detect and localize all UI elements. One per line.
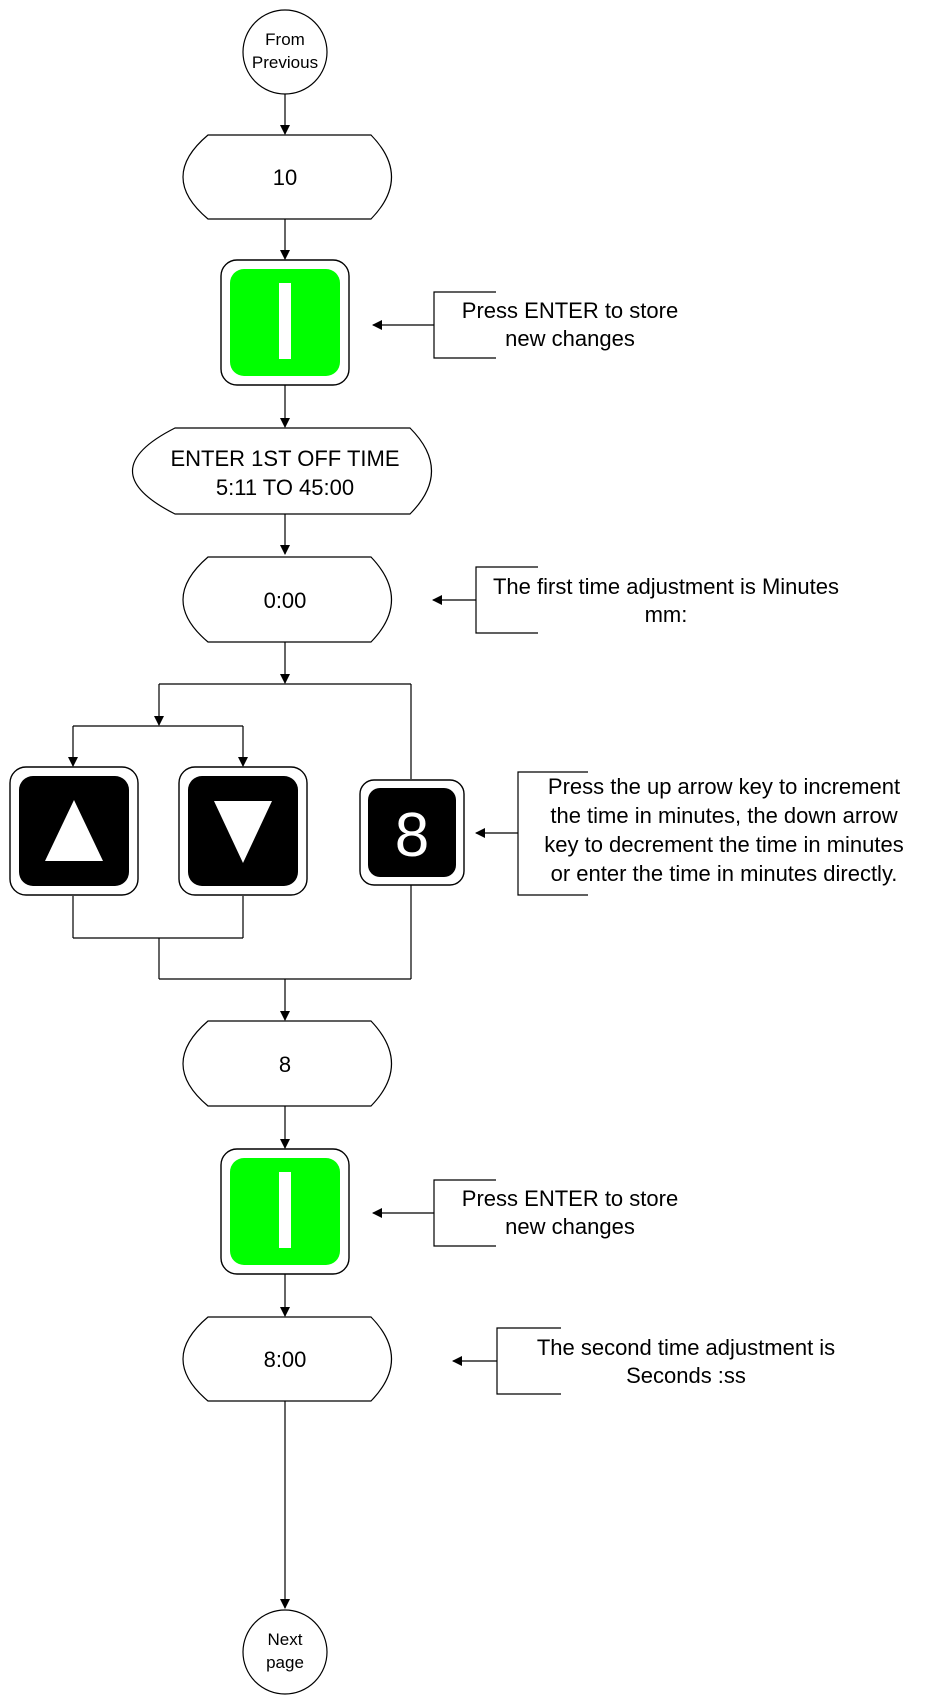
down-arrow-icon bbox=[214, 801, 272, 863]
display-0-00: 0:00 bbox=[182, 556, 392, 643]
up-arrow-key bbox=[9, 766, 139, 896]
note-enter-2 bbox=[372, 1179, 496, 1247]
enter-key-1-bar bbox=[279, 283, 291, 359]
note-seconds bbox=[452, 1327, 561, 1395]
note-arrows-line1: Press the up arrow key to increment bbox=[548, 774, 900, 799]
up-arrow-icon bbox=[45, 800, 103, 861]
flow-lines bbox=[68, 94, 412, 1609]
display-10-text: 10 bbox=[273, 165, 297, 190]
note-seconds-line1: The second time adjustment is bbox=[537, 1335, 835, 1360]
note-enter-2-line2: new changes bbox=[505, 1214, 635, 1239]
display-0-00-text: 0:00 bbox=[264, 588, 307, 613]
connector-next-page-line1: Next bbox=[268, 1630, 303, 1649]
display-8-text: 8 bbox=[279, 1052, 291, 1077]
note-minutes bbox=[432, 566, 538, 634]
note-enter-1 bbox=[372, 291, 496, 359]
note-enter-1-line1: Press ENTER to store bbox=[462, 298, 678, 323]
enter-key-1 bbox=[220, 259, 350, 386]
enter-key-2-bar bbox=[279, 1172, 291, 1248]
display-enter-off-time-line2: 5:11 TO 45:00 bbox=[216, 475, 354, 500]
display-10: 10 bbox=[182, 134, 392, 220]
connector-from-previous-line1: From bbox=[265, 30, 305, 49]
note-enter-2-line1: Press ENTER to store bbox=[462, 1186, 678, 1211]
connector-next-page: Next page bbox=[242, 1609, 328, 1695]
down-arrow-key bbox=[178, 766, 308, 896]
note-minutes-line2: mm: bbox=[645, 602, 688, 627]
digit-8-glyph: 8 bbox=[395, 801, 429, 870]
note-arrows-line3: key to decrement the time in minutes bbox=[544, 832, 904, 857]
note-enter-1-line2: new changes bbox=[505, 326, 635, 351]
display-8-00: 8:00 bbox=[182, 1316, 392, 1402]
note-arrows-line4: or enter the time in minutes directly. bbox=[551, 861, 898, 886]
note-arrows-line2: the time in minutes, the down arrow bbox=[550, 803, 897, 828]
display-enter-off-time-line1: ENTER 1ST OFF TIME bbox=[171, 446, 400, 471]
enter-key-2 bbox=[220, 1148, 350, 1275]
display-8-00-text: 8:00 bbox=[264, 1347, 307, 1372]
digit-8-key: 8 bbox=[359, 779, 465, 886]
note-minutes-line1: The first time adjustment is Minutes bbox=[493, 574, 839, 599]
note-seconds-line2: Seconds :ss bbox=[626, 1363, 746, 1388]
connector-from-previous: From Previous bbox=[242, 9, 328, 95]
display-8: 8 bbox=[182, 1020, 392, 1107]
display-enter-off-time: ENTER 1ST OFF TIME 5:11 TO 45:00 bbox=[132, 427, 432, 515]
connector-from-previous-line2: Previous bbox=[252, 53, 318, 72]
note-arrows bbox=[475, 771, 588, 896]
connector-next-page-line2: page bbox=[266, 1653, 304, 1672]
